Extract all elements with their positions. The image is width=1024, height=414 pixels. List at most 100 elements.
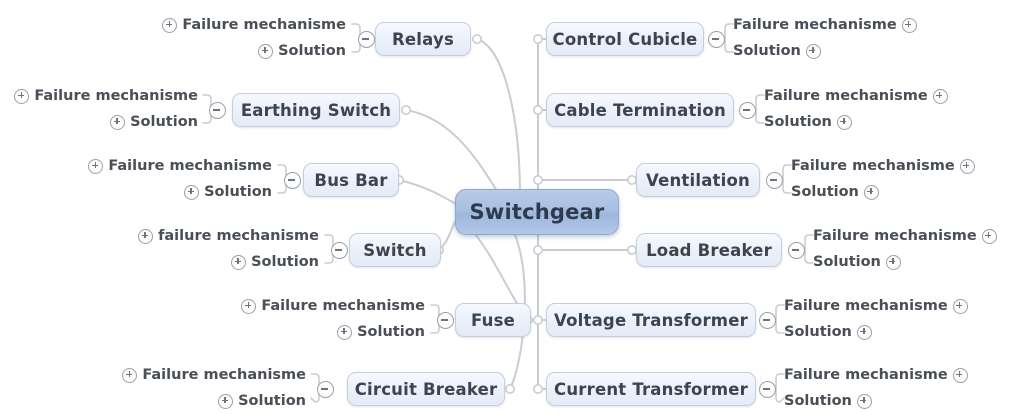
subtopics-circuit-breaker: Failure mechanisme Solution xyxy=(0,362,306,414)
subtopic-label: Solution xyxy=(251,253,319,270)
central-node-label: Switchgear xyxy=(469,200,605,224)
subtopic-row[interactable]: Failure mechanisme xyxy=(14,83,198,109)
plus-icon[interactable] xyxy=(952,298,968,314)
subtopic-row[interactable]: Solution xyxy=(110,109,198,135)
plus-icon[interactable] xyxy=(981,228,997,244)
subtopic-label: Solution xyxy=(813,253,881,270)
plus-icon[interactable] xyxy=(805,43,821,59)
subtopic-row[interactable]: Solution xyxy=(231,249,319,275)
collapse-toggle-earthing-switch[interactable] xyxy=(209,102,226,119)
subtopics-bus-bar: Failure mechanisme Solution xyxy=(0,153,272,205)
plus-icon[interactable] xyxy=(836,114,852,130)
minus-icon xyxy=(759,312,776,329)
subtopic-label: Solution xyxy=(784,323,852,340)
collapse-toggle-ventilation[interactable] xyxy=(766,172,783,189)
subtopic-row[interactable]: Solution xyxy=(791,179,879,205)
plus-icon[interactable] xyxy=(952,367,968,383)
plus-icon[interactable] xyxy=(184,184,200,200)
topic-label: Control Cubicle xyxy=(552,29,698,49)
subtopic-row[interactable]: Solution xyxy=(258,38,346,64)
subtopic-label: Solution xyxy=(357,323,425,340)
subtopic-row[interactable]: Failure mechanisme xyxy=(784,362,968,388)
topic-label: Switch xyxy=(363,240,427,260)
subtopic-row[interactable]: failure mechanisme xyxy=(138,223,319,249)
subtopic-label: Failure mechanisme xyxy=(261,297,425,314)
subtopic-row[interactable]: Failure mechanisme xyxy=(122,362,306,388)
subtopic-row[interactable]: Failure mechanisme xyxy=(241,293,425,319)
topic-node-load-breaker[interactable]: Load Breaker xyxy=(636,233,782,267)
plus-icon[interactable] xyxy=(337,324,353,340)
topic-node-fuse[interactable]: Fuse xyxy=(455,303,531,337)
subtopic-label: Solution xyxy=(733,42,801,59)
minus-icon xyxy=(358,31,375,48)
plus-icon[interactable] xyxy=(241,298,257,314)
plus-icon[interactable] xyxy=(231,254,247,270)
plus-icon[interactable] xyxy=(138,228,154,244)
collapse-toggle-load-breaker[interactable] xyxy=(788,242,805,259)
subtopics-ventilation: Failure mechanisme Solution xyxy=(791,153,1024,205)
plus-icon[interactable] xyxy=(110,114,126,130)
collapse-toggle-cable-termination[interactable] xyxy=(739,102,756,119)
subtopic-label: Failure mechanisme xyxy=(733,16,897,33)
plus-icon[interactable] xyxy=(162,17,178,33)
subtopic-row[interactable]: Solution xyxy=(813,249,901,275)
subtopic-row[interactable]: Failure mechanisme xyxy=(88,153,272,179)
plus-icon[interactable] xyxy=(932,88,948,104)
subtopic-row[interactable]: Failure mechanisme xyxy=(733,12,917,38)
subtopic-row[interactable]: Failure mechanisme xyxy=(791,153,975,179)
subtopic-label: Failure mechanisme xyxy=(142,366,306,383)
subtopics-relays: Failure mechanisme Solution xyxy=(40,12,346,64)
collapse-toggle-fuse[interactable] xyxy=(437,312,454,329)
central-node-switchgear[interactable]: Switchgear xyxy=(455,189,619,235)
collapse-toggle-voltage-transformer[interactable] xyxy=(759,312,776,329)
subtopics-current-transformer: Failure mechanisme Solution xyxy=(784,362,1024,414)
minus-icon xyxy=(708,31,725,48)
topic-label: Earthing Switch xyxy=(240,100,392,120)
plus-icon[interactable] xyxy=(122,367,138,383)
collapse-toggle-circuit-breaker[interactable] xyxy=(317,381,334,398)
plus-icon[interactable] xyxy=(885,254,901,270)
plus-icon[interactable] xyxy=(14,88,30,104)
plus-icon[interactable] xyxy=(959,158,975,174)
plus-icon[interactable] xyxy=(856,393,872,409)
subtopic-row[interactable]: Failure mechanisme xyxy=(813,223,997,249)
topic-node-relays[interactable]: Relays xyxy=(375,22,471,56)
topic-node-ventilation[interactable]: Ventilation xyxy=(636,163,760,197)
subtopic-label: Solution xyxy=(278,42,346,59)
subtopic-row[interactable]: Solution xyxy=(764,109,852,135)
subtopic-row[interactable]: Failure mechanisme xyxy=(784,293,968,319)
topic-node-control-cubicle[interactable]: Control Cubicle xyxy=(546,22,704,56)
subtopic-row[interactable]: Solution xyxy=(218,388,306,414)
subtopic-row[interactable]: Solution xyxy=(784,319,872,345)
topic-node-switch[interactable]: Switch xyxy=(349,233,441,267)
plus-icon[interactable] xyxy=(863,184,879,200)
subtopic-row[interactable]: Failure mechanisme xyxy=(764,83,948,109)
collapse-toggle-switch[interactable] xyxy=(331,242,348,259)
topic-node-current-transformer[interactable]: Current Transformer xyxy=(546,372,756,406)
collapse-toggle-current-transformer[interactable] xyxy=(759,381,776,398)
topic-label: Ventilation xyxy=(646,170,750,190)
topic-node-circuit-breaker[interactable]: Circuit Breaker xyxy=(347,372,505,406)
topic-node-bus-bar[interactable]: Bus Bar xyxy=(303,163,399,197)
subtopic-row[interactable]: Failure mechanisme xyxy=(162,12,346,38)
subtopics-cable-termination: Failure mechanisme Solution xyxy=(764,83,1024,135)
topic-label: Fuse xyxy=(470,310,515,330)
plus-icon[interactable] xyxy=(88,158,104,174)
collapse-toggle-relays[interactable] xyxy=(358,31,375,48)
topic-node-cable-termination[interactable]: Cable Termination xyxy=(546,93,734,127)
topic-node-earthing-switch[interactable]: Earthing Switch xyxy=(232,93,400,127)
plus-icon[interactable] xyxy=(856,324,872,340)
plus-icon[interactable] xyxy=(901,17,917,33)
subtopic-label: Solution xyxy=(238,392,306,409)
subtopic-row[interactable]: Solution xyxy=(784,388,872,414)
plus-icon[interactable] xyxy=(258,43,274,59)
subtopics-control-cubicle: Failure mechanisme Solution xyxy=(733,12,1023,64)
collapse-toggle-bus-bar[interactable] xyxy=(284,172,301,189)
subtopic-row[interactable]: Solution xyxy=(184,179,272,205)
plus-icon[interactable] xyxy=(218,393,234,409)
subtopic-row[interactable]: Solution xyxy=(337,319,425,345)
subtopic-row[interactable]: Solution xyxy=(733,38,821,64)
collapse-toggle-control-cubicle[interactable] xyxy=(708,31,725,48)
topic-node-voltage-transformer[interactable]: Voltage Transformer xyxy=(546,303,756,337)
